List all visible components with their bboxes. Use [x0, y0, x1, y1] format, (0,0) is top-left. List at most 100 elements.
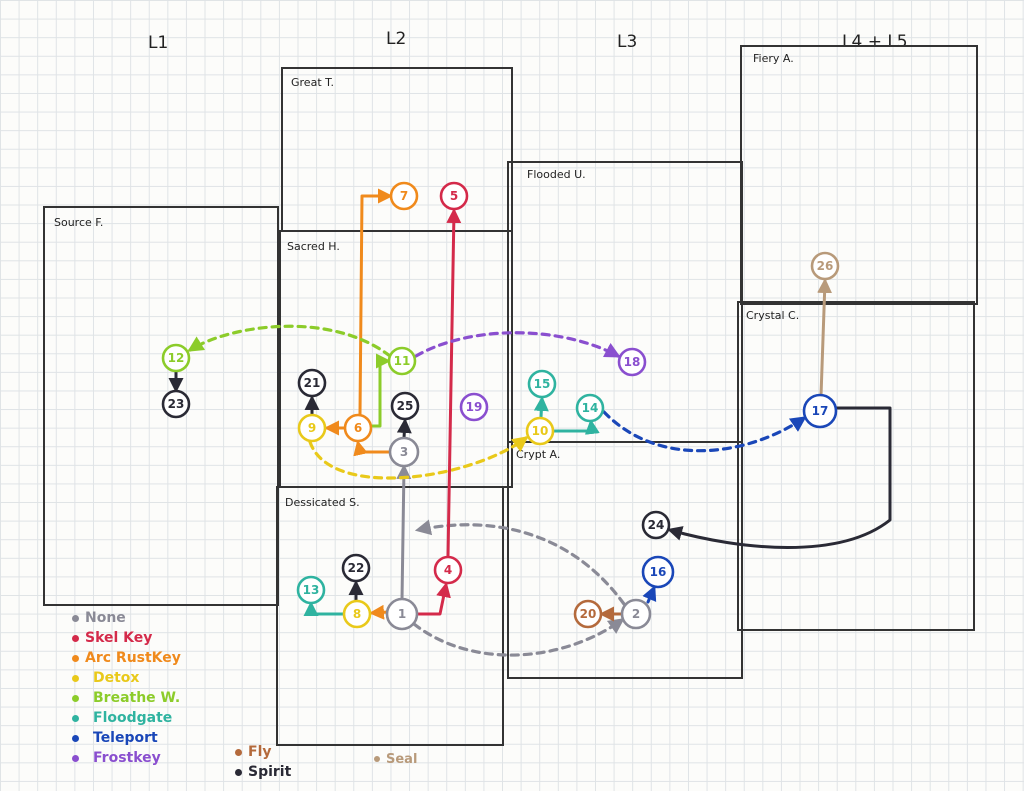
node-20: 20 [573, 599, 603, 629]
node-label-25: 25 [397, 399, 414, 413]
legend-item-skel-key: Skel Key [72, 628, 181, 648]
node-label-4: 4 [444, 563, 452, 577]
node-label-22: 22 [348, 561, 365, 575]
node-ring-21 [297, 368, 327, 398]
region-source-box [43, 206, 279, 606]
node-ring-16 [641, 555, 675, 589]
edge-1-4 [414, 582, 451, 616]
node-ring-2 [620, 598, 652, 630]
region-label-crypt: Crypt A. [516, 448, 560, 461]
legend-dot-frostkey [72, 754, 79, 762]
node-10: 10 [525, 416, 555, 446]
legend-dot-fly [235, 748, 242, 756]
legend-label-breathe-w: Breathe W. [93, 690, 181, 706]
edges-layer [168, 188, 892, 657]
node-23: 23 [161, 389, 191, 419]
legend-label-detox: Detox [93, 670, 140, 686]
edge-2-16 [642, 585, 657, 604]
legend-item-teleport: Teleport [72, 728, 181, 748]
node-25: 25 [390, 391, 420, 421]
node-ring-7 [389, 181, 419, 211]
edge-17-26 [817, 278, 833, 398]
node-12: 12 [161, 343, 191, 373]
legend-dot-spirit [235, 768, 242, 776]
node-label-20: 20 [580, 607, 597, 621]
node-label-11: 11 [394, 354, 411, 368]
legend-item-detox: Detox [72, 668, 181, 688]
node-2: 2 [620, 598, 652, 630]
region-crystal-box [737, 301, 975, 631]
node-label-1: 1 [398, 607, 406, 621]
edge-1-2 [412, 618, 625, 657]
legend-seal: Seal [374, 749, 417, 769]
legend-label-fly: Fly [248, 744, 272, 760]
node-label-8: 8 [353, 607, 361, 621]
legend-dot-floodgate [72, 714, 79, 722]
node-ring-12 [161, 343, 191, 373]
node-ring-22 [341, 553, 371, 583]
region-label-crystal: Crystal C. [746, 309, 799, 322]
legend-dot-arc-rust-key [72, 654, 79, 662]
edge-10-15 [533, 396, 549, 419]
node-ring-13 [296, 575, 326, 605]
region-label-source: Source F. [54, 216, 103, 229]
node-label-16: 16 [650, 565, 667, 579]
legend-label-none: None [85, 610, 126, 626]
node-label-12: 12 [168, 351, 185, 365]
legend-item-fly: Fly [235, 742, 291, 762]
legend-item-seal: Seal [374, 749, 417, 769]
node-5: 5 [439, 181, 469, 211]
node-label-23: 23 [168, 397, 185, 411]
node-label-6: 6 [354, 421, 362, 435]
node-label-5: 5 [450, 189, 458, 203]
edge-6-7 [358, 188, 393, 416]
node-ring-24 [641, 510, 671, 540]
node-6: 6 [343, 413, 373, 443]
legend-label-floodgate: Floodgate [93, 710, 173, 726]
region-dessicated-box [276, 486, 504, 746]
node-13: 13 [296, 575, 326, 605]
node-ring-19 [459, 392, 489, 422]
region-fiery-box [740, 45, 978, 305]
legend-label-teleport: Teleport [93, 730, 158, 746]
node-label-14: 14 [582, 401, 599, 415]
node-26: 26 [810, 251, 840, 281]
legend-item-spirit: Spirit [235, 762, 291, 782]
node-label-19: 19 [466, 400, 483, 414]
node-ring-17 [802, 393, 838, 429]
node-9: 9 [297, 413, 327, 443]
node-ring-1 [385, 597, 419, 631]
node-ring-5 [439, 181, 469, 211]
node-ring-10 [525, 416, 555, 446]
region-label-dessicated: Dessicated S. [285, 496, 360, 509]
node-24: 24 [641, 510, 671, 540]
legend-extra: Fly Spirit [235, 742, 291, 782]
node-3: 3 [388, 436, 420, 468]
legend-item-none: None [72, 608, 181, 628]
node-ring-25 [390, 391, 420, 421]
node-label-10: 10 [532, 424, 549, 438]
node-label-21: 21 [304, 376, 321, 390]
region-label-great: Great T. [291, 76, 334, 89]
legend-label-frostkey: Frostkey [93, 750, 161, 766]
node-ring-14 [575, 393, 605, 423]
edge-2-3 [414, 519, 626, 606]
node-label-18: 18 [624, 355, 641, 369]
legend-item-arc-rust-key: Arc RustKey [72, 648, 181, 668]
region-label-flooded: Flooded U. [527, 168, 586, 181]
node-ring-18 [617, 347, 647, 377]
edge-3-25 [396, 418, 412, 440]
legend-item-floodgate: Floodgate [72, 708, 181, 728]
column-header-l2: L2 [386, 29, 406, 49]
legend-item-breathe-w: Breathe W. [72, 688, 181, 708]
legend-dot-breathe-w [72, 694, 79, 702]
legend-dot-seal [374, 756, 380, 762]
node-22: 22 [341, 553, 371, 583]
node-label-2: 2 [632, 607, 640, 621]
legend-item-frostkey: Frostkey [72, 748, 181, 768]
node-ring-9 [297, 413, 327, 443]
node-15: 15 [527, 369, 557, 399]
